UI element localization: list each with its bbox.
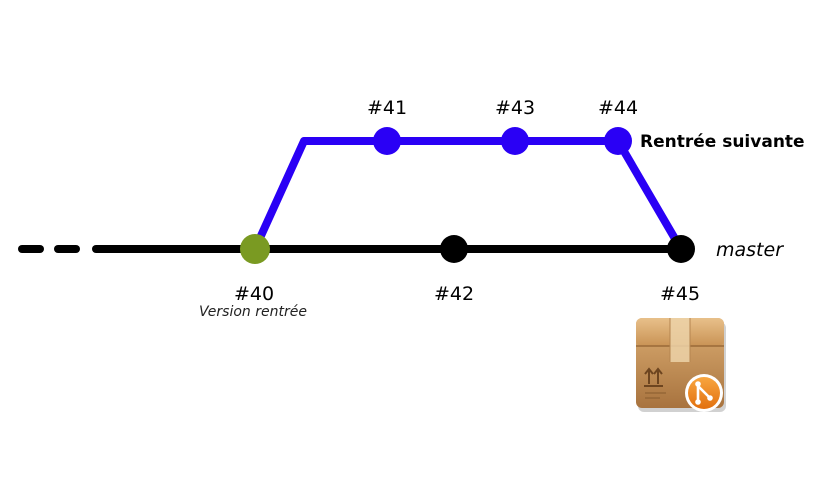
commit-node-42[interactable] — [440, 235, 468, 263]
commit-label-41: #41 — [367, 97, 407, 119]
commit-label-42: #42 — [434, 283, 474, 305]
commit-note-40: Version rentrée — [199, 304, 307, 320]
commit-node-45[interactable] — [667, 235, 695, 263]
git-logo-icon — [685, 374, 723, 412]
commit-node-41[interactable] — [373, 127, 401, 155]
feature-branch-label: Rentrée suivante — [640, 132, 805, 152]
commit-label-40: #40 — [234, 283, 274, 305]
commit-label-43: #43 — [495, 97, 535, 119]
commit-node-43[interactable] — [501, 127, 529, 155]
commit-node-40[interactable] — [240, 234, 270, 264]
commit-label-44: #44 — [598, 97, 638, 119]
feature-branch-line — [251, 137, 685, 253]
commit-node-44[interactable] — [604, 127, 632, 155]
master-branch-label: master — [716, 239, 784, 261]
commit-label-45: #45 — [660, 283, 700, 305]
